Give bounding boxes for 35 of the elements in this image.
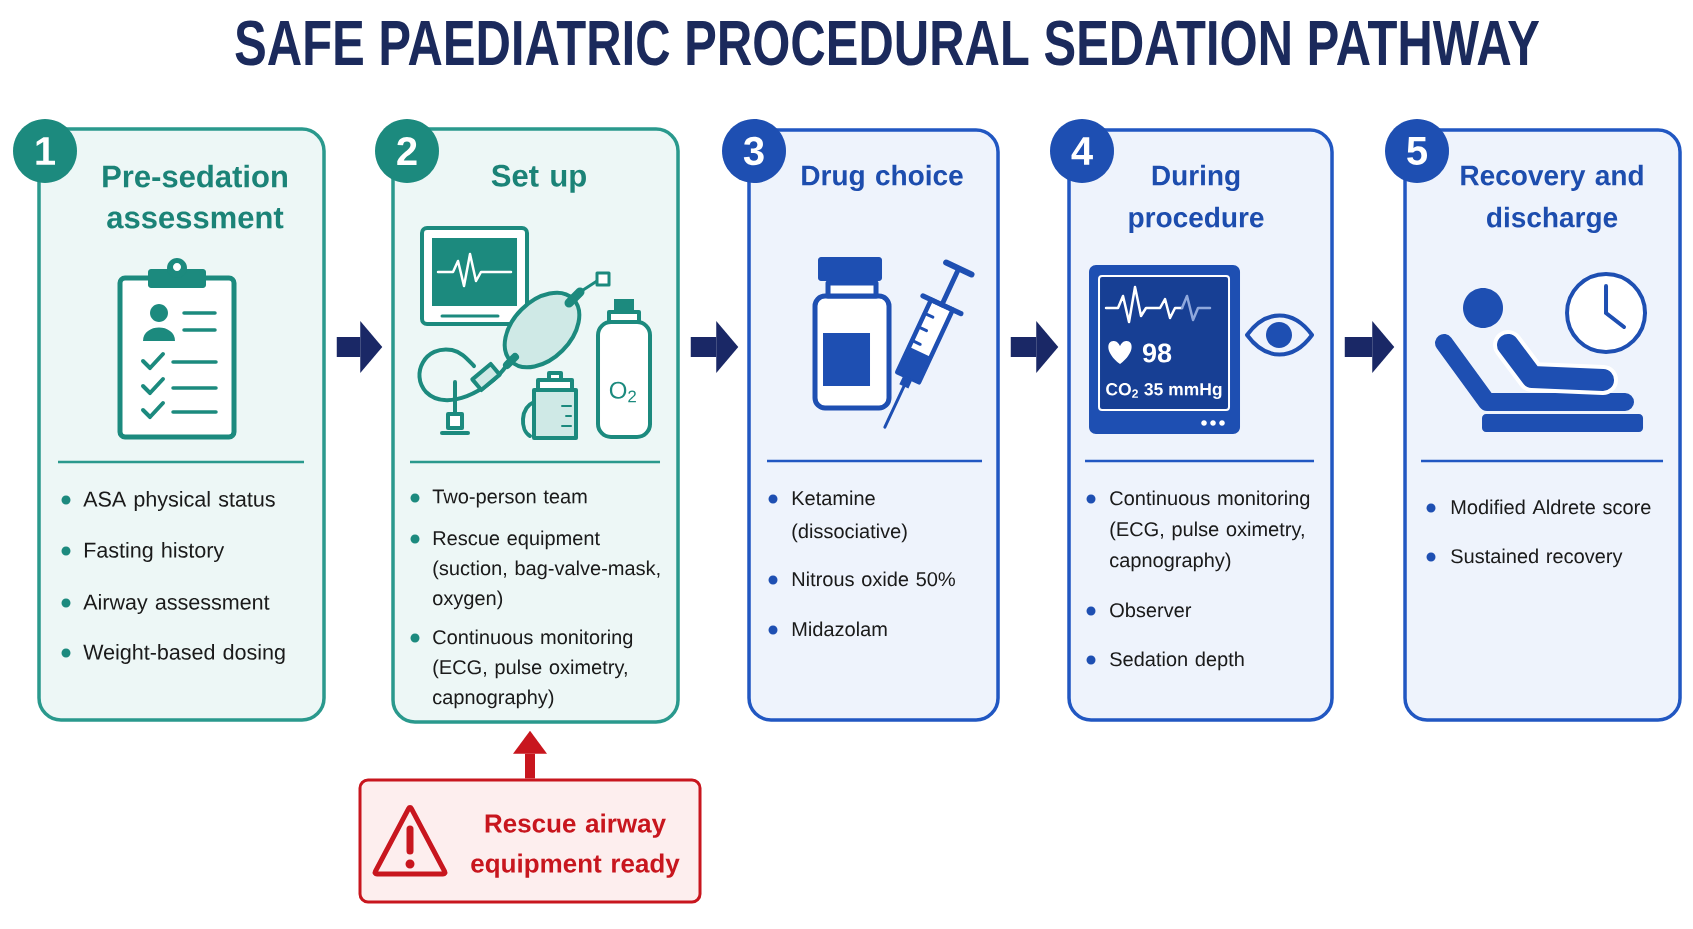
- number-badge: 1: [13, 119, 77, 183]
- bullet-text: Modified Aldrete score: [1451, 499, 1651, 515]
- arrow: [513, 730, 547, 779]
- number-badge: 4: [1050, 119, 1114, 183]
- bullet-text: Rescue equipment (suction, bag-valve-mask, oxygen): [433, 530, 660, 610]
- warning-text: Rescue airway equipment ready: [471, 813, 680, 878]
- card-heading: Set up: [491, 164, 586, 193]
- bullet-text: Weight-based dosing: [83, 643, 285, 664]
- bullet-text: ASA physical status: [83, 490, 275, 511]
- card-heading: During procedure: [1129, 164, 1264, 233]
- monitor-reading: CO$_{2}$ 35 mmHg: [1106, 383, 1222, 399]
- card-heading: Pre-sedation assessment: [103, 164, 287, 229]
- bullet-text: Ketamine (dissociative): [792, 490, 907, 543]
- bullet-text: Continuous monitoring (ECG, pulse oximetry, capnography): [433, 629, 633, 709]
- bullet-text: Nitrous oxide 50%: [792, 571, 955, 587]
- arrow: [336, 321, 383, 373]
- bullet-text: Observer: [1110, 602, 1192, 618]
- card-heading: Drug choice: [802, 164, 963, 192]
- bullet-text: Two-person team: [432, 489, 587, 508]
- title: SAFE PAEDIATRIC PROCEDURAL SEDATION PATHWAY: [235, 20, 1540, 66]
- monitor-reading: 98: [1142, 343, 1172, 363]
- cylinder-label: O$_{2}$: [609, 381, 636, 403]
- number-badge: 2: [375, 119, 439, 183]
- arrow: [1344, 321, 1395, 373]
- number-badge: 5: [1385, 119, 1449, 183]
- bullet-text: Midazolam: [792, 621, 887, 637]
- bullet-text: Continuous monitoring (ECG, pulse oximetry, capnography): [1110, 490, 1310, 572]
- card-heading: Recovery and discharge: [1461, 164, 1643, 234]
- bullet-text: Sustained recovery: [1451, 548, 1623, 568]
- arrow: [690, 321, 739, 373]
- bullet-text: Fasting history: [84, 541, 225, 562]
- bullet-text: Airway assessment: [83, 593, 270, 614]
- number-badge: 3: [722, 119, 786, 183]
- bullet-text: Sedation depth: [1110, 651, 1244, 671]
- arrow: [1010, 321, 1059, 373]
